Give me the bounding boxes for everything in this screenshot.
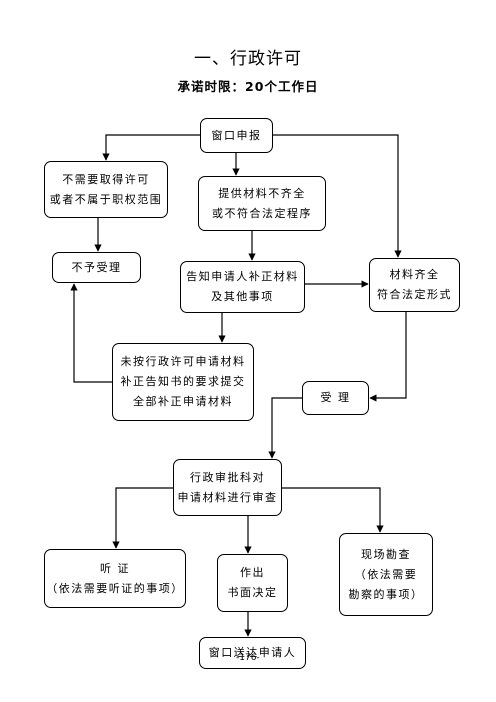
node-review-line1: 行政审批科对 — [190, 470, 265, 484]
arrow-review-to-hearing — [112, 487, 173, 549]
page-number: -176- — [236, 653, 260, 663]
node-window-apply: 窗口申报 — [200, 118, 273, 153]
node-written-decision-line1: 作出 — [240, 566, 265, 579]
node-hearing: 听 证 （依法需要听证的事项） — [44, 549, 186, 608]
node-notify-line2: 及其他事项 — [211, 290, 274, 303]
arrow-apply-to-not-required — [102, 134, 200, 161]
node-deliver-label: 窗口送达申请人 — [208, 646, 297, 659]
node-hearing-line1: 听 证 — [100, 561, 130, 575]
node-site-inspection-line1: 现场勘查 — [361, 547, 411, 561]
node-not-required-line2: 或者不属于职权范围 — [49, 192, 163, 206]
time-limit: 承诺时限：20个工作日 — [177, 79, 319, 94]
node-not-supplemented: 未按行政许可申请材料 补正告知书的要求提交 全部补正申请材料 — [112, 343, 254, 421]
node-not-required-line1: 不需要取得许可 — [62, 172, 150, 186]
node-not-accepted-label: 不予受理 — [71, 260, 122, 274]
node-not-supplemented-line1: 未按行政许可申请材料 — [120, 355, 246, 368]
node-not-required: 不需要取得许可 或者不属于职权范围 — [44, 161, 168, 218]
arrow-apply-to-complete — [273, 134, 402, 258]
node-hearing-line2: （依法需要听证的事项） — [46, 581, 184, 595]
node-written-decision-line2: 书面决定 — [227, 586, 278, 599]
node-site-inspection-line2: （依法需要 — [354, 567, 418, 581]
node-site-inspection-line3: 勘察的事项） — [348, 587, 424, 601]
node-complete-line2: 符合法定形式 — [377, 288, 452, 301]
node-notify: 告知申请人补正材料 及其他事项 — [180, 261, 305, 313]
node-incomplete-line2: 或不符合法定程序 — [212, 206, 312, 220]
arrow-review-to-inspection — [282, 487, 384, 533]
node-incomplete-line1: 提供材料不齐全 — [218, 186, 306, 200]
node-review-line2: 申请材料进行审查 — [177, 490, 278, 504]
arrow-unsupplemented-to-reject — [70, 283, 112, 383]
node-written-decision: 作出 书面决定 — [217, 554, 288, 612]
node-window-apply-label: 窗口申报 — [211, 128, 262, 142]
node-notify-line1: 告知申请人补正材料 — [186, 270, 299, 283]
node-complete: 材料齐全 符合法定形式 — [369, 258, 460, 312]
node-accept: 受 理 — [302, 381, 369, 415]
node-review: 行政审批科对 申请材料进行审查 — [173, 459, 282, 516]
arrow-complete-to-accept — [369, 312, 407, 402]
node-incomplete: 提供材料不齐全 或不符合法定程序 — [198, 176, 326, 231]
node-site-inspection: 现场勘查 （依法需要 勘察的事项） — [339, 533, 433, 616]
node-deliver: 窗口送达申请人 — [199, 637, 306, 669]
node-not-supplemented-line3: 全部补正申请材料 — [133, 395, 233, 408]
page-title: 一、行政许可 — [194, 49, 302, 69]
node-not-accepted: 不予受理 — [52, 252, 141, 283]
arrow-accept-to-review — [268, 397, 302, 459]
node-accept-label: 受 理 — [320, 391, 351, 404]
node-not-supplemented-line2: 补正告知书的要求提交 — [120, 375, 246, 388]
node-complete-line1: 材料齐全 — [389, 268, 440, 281]
